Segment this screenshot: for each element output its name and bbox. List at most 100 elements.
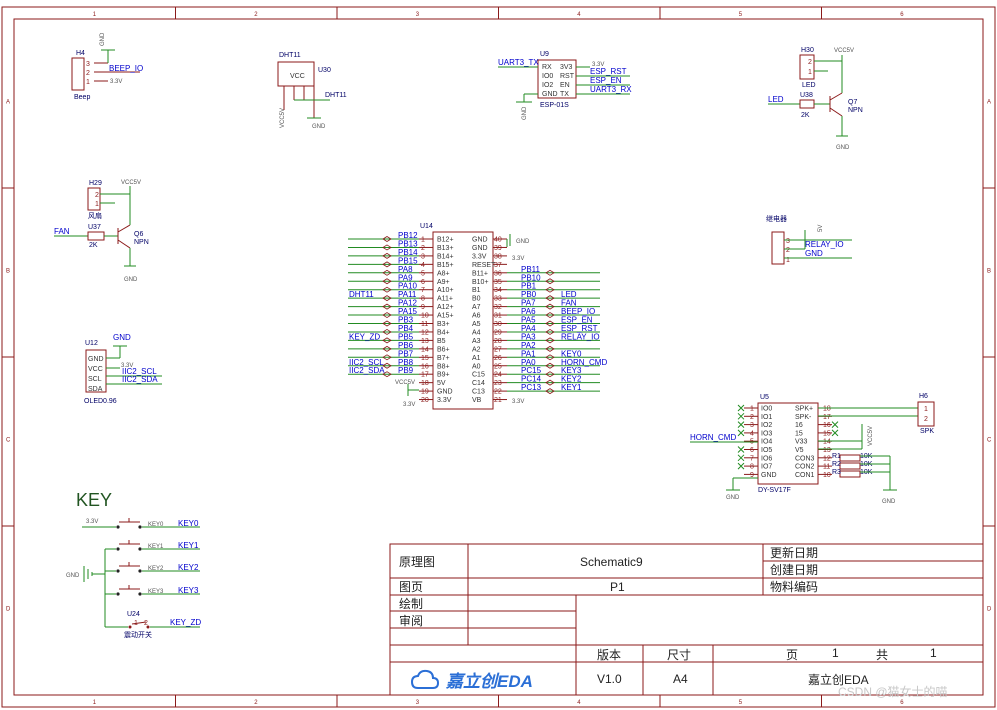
key-net-label: KEY2 [178, 563, 199, 572]
svg-text:原理图: 原理图 [399, 555, 435, 569]
mcu-pin-number: 17 [421, 372, 429, 379]
grid-col-label-top: 2 [254, 12, 258, 18]
svg-text:1: 1 [808, 69, 812, 76]
watermark: CSDN @猫女士的喵 [838, 684, 948, 699]
mcu-pin-number: 32 [494, 304, 502, 311]
mcu-net-label: PB5 [398, 332, 414, 341]
grid-row-label-right: B [987, 269, 991, 275]
voice-resistor [839, 470, 861, 478]
voice-pin-name: IO1 [761, 414, 772, 421]
mcu-net-label: PC13 [521, 383, 542, 392]
voice-pin-name: IO4 [761, 439, 772, 446]
key-switch-label: KEY2 [148, 566, 164, 572]
led-net: LED [768, 95, 784, 104]
voice-pin-name: GND [761, 472, 777, 479]
mcu-pin-number: 35 [494, 279, 502, 286]
voice-pin-number: 8 [750, 464, 754, 471]
svg-text:创建日期: 创建日期 [770, 563, 818, 577]
grid-row-label-right: D [987, 607, 992, 613]
svg-text:GND: GND [88, 356, 104, 363]
voice-pin-number: 9 [750, 472, 754, 479]
speaker-header-name: SPK [920, 428, 934, 435]
svg-text:RX: RX [542, 64, 552, 71]
oled-ref: U12 [85, 340, 98, 347]
mcu-pin-number: 10 [421, 313, 429, 320]
mcu-net-label: PA5 [521, 316, 536, 325]
svg-text:GND: GND [542, 91, 558, 98]
mcu-pin-number: 15 [421, 355, 429, 362]
mcu-pin-name: A9+ [437, 279, 450, 286]
svg-text:2: 2 [95, 192, 99, 199]
key-switch-contact [116, 569, 120, 573]
mcu-far-net-label: DHT11 [349, 290, 374, 299]
company-name: 嘉立创EDA [808, 672, 869, 687]
mcu-pin-name: A0 [472, 363, 481, 370]
voice-pin-name: CON1 [795, 472, 815, 479]
voice-pin-number: 1 [750, 406, 754, 413]
voice-body [757, 402, 819, 485]
mcu-pin-name: A3 [472, 338, 481, 345]
mcu-pin-number: 14 [421, 346, 429, 353]
fan-driver: H29 2 1 风扇 VCC5V FAN U37 2K Q6 NPN GND [54, 180, 149, 283]
voice-pin-name: V5 [795, 447, 804, 454]
mcu-pin-number: 27 [494, 346, 502, 353]
svg-text:更新日期: 更新日期 [770, 545, 818, 560]
mcu-net-label: PA9 [398, 273, 413, 282]
horn-cmd-net: HORN_CMD [690, 433, 736, 442]
key-net-label: KEY0 [178, 519, 199, 528]
svg-text:绘制: 绘制 [399, 596, 423, 611]
voice-resistor-ref: R3 [832, 469, 841, 476]
voice-pin-name: SPK- [795, 414, 812, 421]
voice-pin-number: 4 [750, 430, 754, 437]
voice-pin-name: IO5 [761, 447, 772, 454]
mcu-body [432, 231, 494, 410]
grid-col-label-top: 4 [577, 12, 581, 18]
svg-text:2: 2 [144, 620, 148, 627]
mcu-pin-name: B1 [472, 287, 481, 294]
svg-text:VCC5V: VCC5V [121, 180, 141, 186]
key-switch-contact [138, 569, 142, 573]
led-driver: H30 2 1 LED VCC5V LED U38 2K Q7 NPN GND [768, 47, 863, 151]
mcu-net-label: PC14 [521, 375, 542, 384]
svg-text:3.3V: 3.3V [403, 402, 415, 408]
mcu-pin-number: 4 [421, 262, 425, 269]
svg-text:NPN: NPN [134, 239, 149, 246]
svg-text:5V: 5V [818, 225, 824, 232]
mcu-pin-number: 12 [421, 329, 429, 336]
mcu-pin-name: B5 [437, 338, 446, 345]
svg-text:2K: 2K [89, 242, 98, 249]
mcu-pin-name: B8+ [437, 363, 450, 370]
svg-text:2: 2 [786, 247, 790, 254]
mcu-pin-name: B4+ [437, 329, 450, 336]
svg-text:IO0: IO0 [542, 73, 553, 80]
voice-pin-name: IO3 [761, 430, 772, 437]
mcu-net-label: PA6 [521, 307, 536, 316]
mcu-pin-number: 33 [494, 296, 502, 303]
iic2-sda-net: IIC2_SDA [122, 375, 158, 384]
voice-pin-number: 12 [823, 455, 831, 462]
mcu-pin-number: 40 [494, 237, 502, 244]
key-switch-contact [138, 592, 142, 596]
mcu-pin-number: 23 [494, 380, 502, 387]
mcu-pin-name: GND [437, 389, 453, 396]
fan-net: FAN [54, 227, 70, 236]
mcu-pin-number: 18 [421, 380, 429, 387]
key-switch-contact [138, 547, 142, 551]
voice-resistor [839, 454, 861, 462]
mcu-net-label: PB14 [398, 248, 418, 257]
jlc-logo: 嘉立创EDA [410, 669, 533, 691]
mcu-pin-name: RESET [472, 262, 496, 269]
svg-text:共: 共 [876, 648, 888, 662]
mcu-net-label: PA10 [398, 282, 418, 291]
voice-pin-name: 16 [795, 422, 803, 429]
voice-pin-name: 15 [795, 430, 803, 437]
svg-text:物料编码: 物料编码 [770, 579, 818, 594]
svg-text:图页: 图页 [399, 580, 423, 594]
mcu-u14: U14 B12+1PB12B13+2PB13B14+3PB14B15+4PB15… [348, 223, 607, 410]
svg-text:GND: GND [124, 277, 138, 283]
cloud-icon [410, 669, 440, 689]
voice-pin-number: 18 [823, 406, 831, 413]
mcu-net-label: PA2 [521, 341, 536, 350]
